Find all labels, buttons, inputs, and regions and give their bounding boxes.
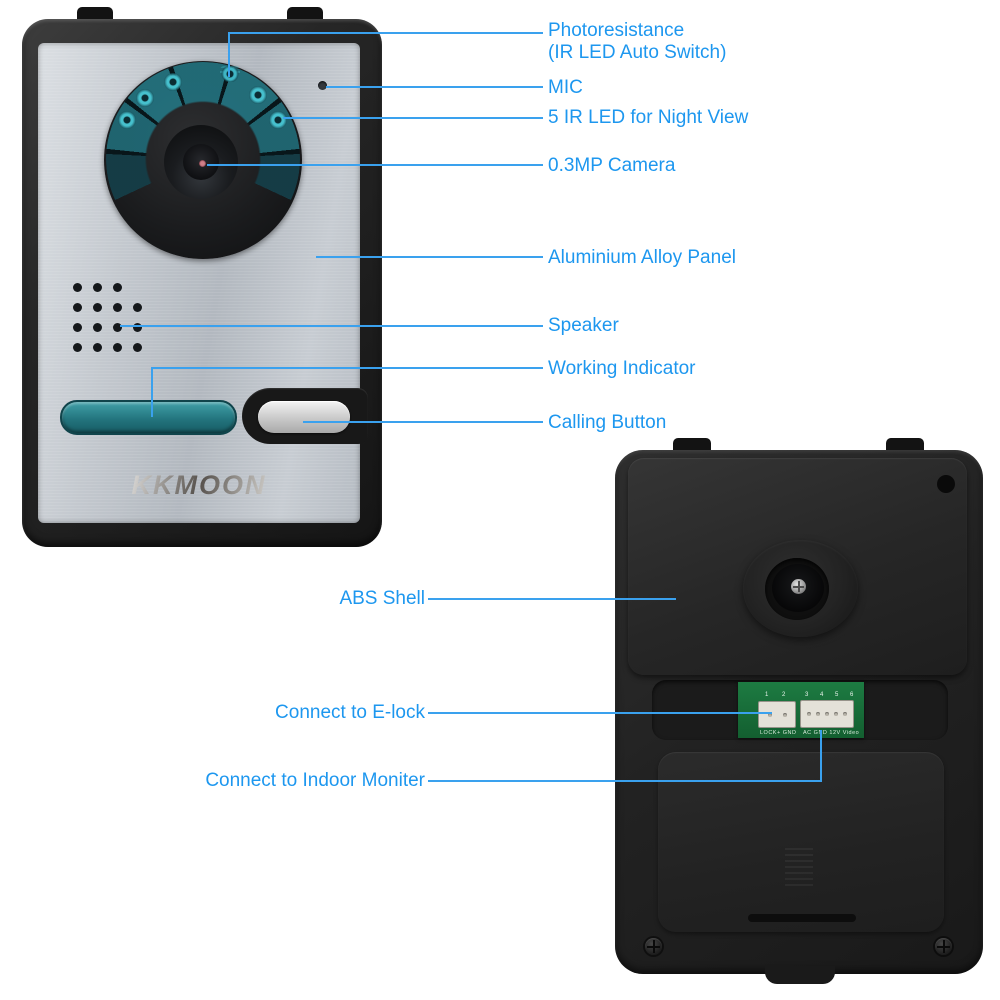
callout-label-camera: 0.3MP Camera <box>548 155 676 176</box>
cover-slot <box>748 914 856 922</box>
callout-label-mic: MIC <box>548 77 583 98</box>
callout-line-ir-led <box>283 117 543 119</box>
callout-line-calling-button <box>303 421 543 423</box>
cover-emboss <box>785 848 813 890</box>
callout-label-indoor-monitor: Connect to Indoor Moniter <box>205 770 425 791</box>
calling-button <box>258 401 350 433</box>
callout-label-working-indicator: Working Indicator <box>548 358 696 379</box>
ir-led-icon <box>269 111 287 129</box>
bottom-right-screw <box>935 938 952 955</box>
mic-hole <box>318 81 327 90</box>
pin-numbers-left: 1 2 <box>765 692 792 698</box>
callout-line-working-indicator <box>151 367 153 417</box>
callout-line-abs-shell <box>428 598 676 600</box>
callout-label-e-lock: Connect to E-lock <box>275 702 425 723</box>
callout-label-photoresistance: Photoresistance (IR LED Auto Switch) <box>548 20 726 64</box>
e-lock-connector <box>758 701 796 728</box>
back-cover <box>658 752 944 932</box>
callout-label-calling-button: Calling Button <box>548 412 667 433</box>
camera-iris-highlight <box>199 160 206 167</box>
callout-label-abs-shell: ABS Shell <box>339 588 425 609</box>
callout-line-camera <box>207 164 543 166</box>
ir-led-icon <box>249 86 267 104</box>
callout-label-photoresistance-line1: Photoresistance <box>548 20 685 41</box>
speaker-grille <box>73 283 147 357</box>
callout-line-indoor-monitor <box>428 780 822 782</box>
front-device: KKMOON <box>0 0 420 560</box>
pin-numbers-right: 3 4 5 6 <box>805 692 859 698</box>
callout-line-working-indicator <box>151 367 543 369</box>
ir-led-icon <box>136 89 154 107</box>
callout-line-mic <box>326 86 543 88</box>
back-screw-hole <box>937 475 955 493</box>
pcb-label-video: AC GND 12V Video <box>803 730 860 736</box>
callout-label-photoresistance-line2: (IR LED Auto Switch) <box>548 42 727 63</box>
callout-label-panel: Aluminium Alloy Panel <box>548 247 736 268</box>
callout-line-photoresistance <box>228 33 230 77</box>
photoresistance-sensor-icon <box>220 66 240 82</box>
callout-label-ir-led: 5 IR LED for Night View <box>548 107 749 128</box>
callout-label-speaker: Speaker <box>548 315 619 336</box>
callout-line-e-lock <box>428 712 772 714</box>
camera-adjust-screw <box>791 579 806 594</box>
callout-line-indoor-monitor <box>820 730 822 782</box>
callout-line-panel <box>316 256 543 258</box>
callout-line-speaker <box>120 325 543 327</box>
brand-logo: KKMOON <box>38 470 360 501</box>
working-indicator <box>60 400 237 435</box>
monitor-connector <box>800 700 854 728</box>
bottom-left-screw <box>645 938 662 955</box>
ir-led-icon <box>164 73 182 91</box>
bottom-notch <box>765 966 835 984</box>
ir-led-icon <box>118 111 136 129</box>
callout-line-photoresistance <box>228 32 543 34</box>
pcb-label-lock: LOCK+ GND <box>760 730 797 736</box>
calling-button-surround <box>242 388 368 444</box>
